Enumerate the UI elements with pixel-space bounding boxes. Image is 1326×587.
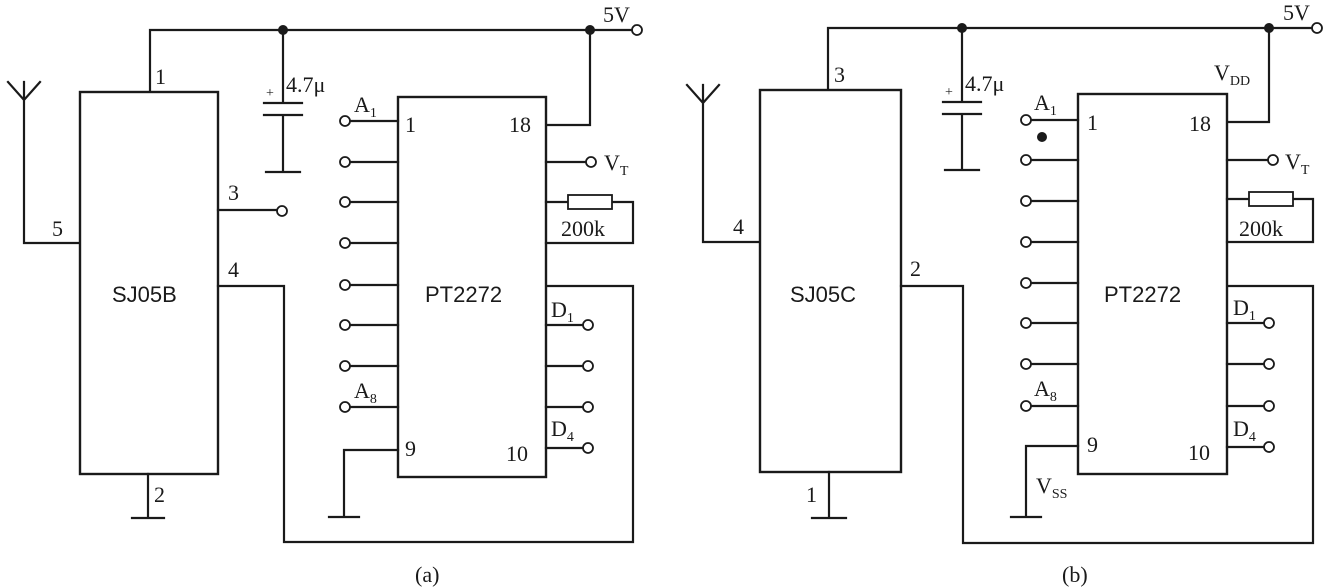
data-first-label: D1	[551, 297, 574, 326]
resistor-label: 200k	[561, 216, 605, 241]
pin-label: 1	[1087, 110, 1098, 135]
vt-label: VT	[604, 150, 629, 179]
decoder-chip	[1076, 92, 1229, 476]
circuit-a: 5V + 4.7μ SJ05B 1 5 3 4 2 PT2272 1 18 9 …	[6, 2, 643, 587]
vdd-wire	[1225, 26, 1271, 124]
supply-label: 5V	[603, 2, 630, 27]
vt-terminal	[585, 156, 597, 168]
resistor-label: 200k	[1239, 216, 1283, 241]
capacitor-label: 4.7μ	[286, 72, 325, 97]
supply-label: 5V	[1283, 0, 1310, 25]
antenna-icon	[6, 80, 82, 245]
circuit-b: 5V + 4.7μ VDD SJ05C 3 4 2 1 PT2272 1 18 …	[685, 0, 1323, 587]
data-wire	[216, 284, 635, 544]
pin-label: 3	[834, 62, 845, 87]
pin-label: 2	[910, 256, 921, 281]
capacitor-label: 4.7μ	[965, 71, 1004, 96]
pin-label: 1	[806, 482, 817, 507]
nc-terminal	[276, 205, 288, 217]
power-rail	[826, 26, 1315, 92]
ground-icon	[130, 472, 166, 520]
vt-terminal	[1267, 154, 1279, 166]
receiver-label: SJ05C	[790, 282, 856, 307]
data-pins	[544, 319, 594, 454]
decoder-chip	[396, 95, 548, 479]
supply-terminal	[631, 24, 643, 36]
addr-last-label: A8	[354, 378, 377, 407]
vdd-label: VDD	[1214, 60, 1250, 89]
resistor-body	[567, 194, 613, 210]
receiver-module	[78, 90, 220, 476]
capacitor	[262, 28, 304, 174]
pin-label: 10	[506, 441, 528, 466]
decoder-label: PT2272	[425, 282, 502, 307]
mark-dot	[1037, 132, 1047, 142]
capacitor-plus: +	[266, 86, 274, 101]
power-rail	[148, 28, 635, 94]
pin-label: 3	[228, 180, 239, 205]
pin-label: 4	[733, 214, 744, 239]
capacitor	[941, 26, 983, 172]
supply-terminal	[1311, 22, 1323, 34]
addr-last-label: A8	[1034, 376, 1057, 405]
pin-label: 18	[509, 112, 531, 137]
vt-label: VT	[1285, 149, 1310, 178]
pin-label: 5	[52, 216, 63, 241]
pin-label: 10	[1188, 440, 1210, 465]
resistor	[544, 200, 635, 245]
resistor-body	[1248, 191, 1294, 207]
address-pins	[1020, 114, 1080, 412]
ground-icon	[810, 470, 848, 520]
ground-icon	[327, 448, 400, 519]
data-first-label: D1	[1233, 295, 1256, 324]
receiver-label: SJ05B	[112, 282, 177, 307]
data-wire	[899, 284, 1315, 545]
capacitor-plus: +	[945, 85, 953, 100]
decoder-label: PT2272	[1104, 282, 1181, 307]
data-last-label: D4	[1233, 416, 1256, 445]
pin-label: 4	[228, 257, 239, 282]
vss-label: VSS	[1036, 473, 1067, 502]
caption-b: (b)	[1062, 562, 1088, 587]
receiver-module	[758, 88, 903, 474]
data-pins	[1225, 317, 1275, 453]
vdd-wire	[544, 28, 592, 127]
data-last-label: D4	[551, 416, 574, 445]
resistor	[1225, 197, 1315, 244]
pin-label: 1	[405, 112, 416, 137]
pin-label: 9	[1087, 432, 1098, 457]
caption-a: (a)	[415, 562, 439, 587]
ground-icon	[1009, 444, 1080, 519]
addr-first-label: A1	[1034, 90, 1057, 119]
pin-label: 2	[154, 482, 165, 507]
antenna-icon	[685, 83, 762, 244]
addr-first-label: A1	[354, 92, 377, 121]
pin-label: 18	[1189, 111, 1211, 136]
pin-label: 9	[405, 436, 416, 461]
pin-label: 1	[155, 64, 166, 89]
address-pins	[339, 115, 400, 413]
